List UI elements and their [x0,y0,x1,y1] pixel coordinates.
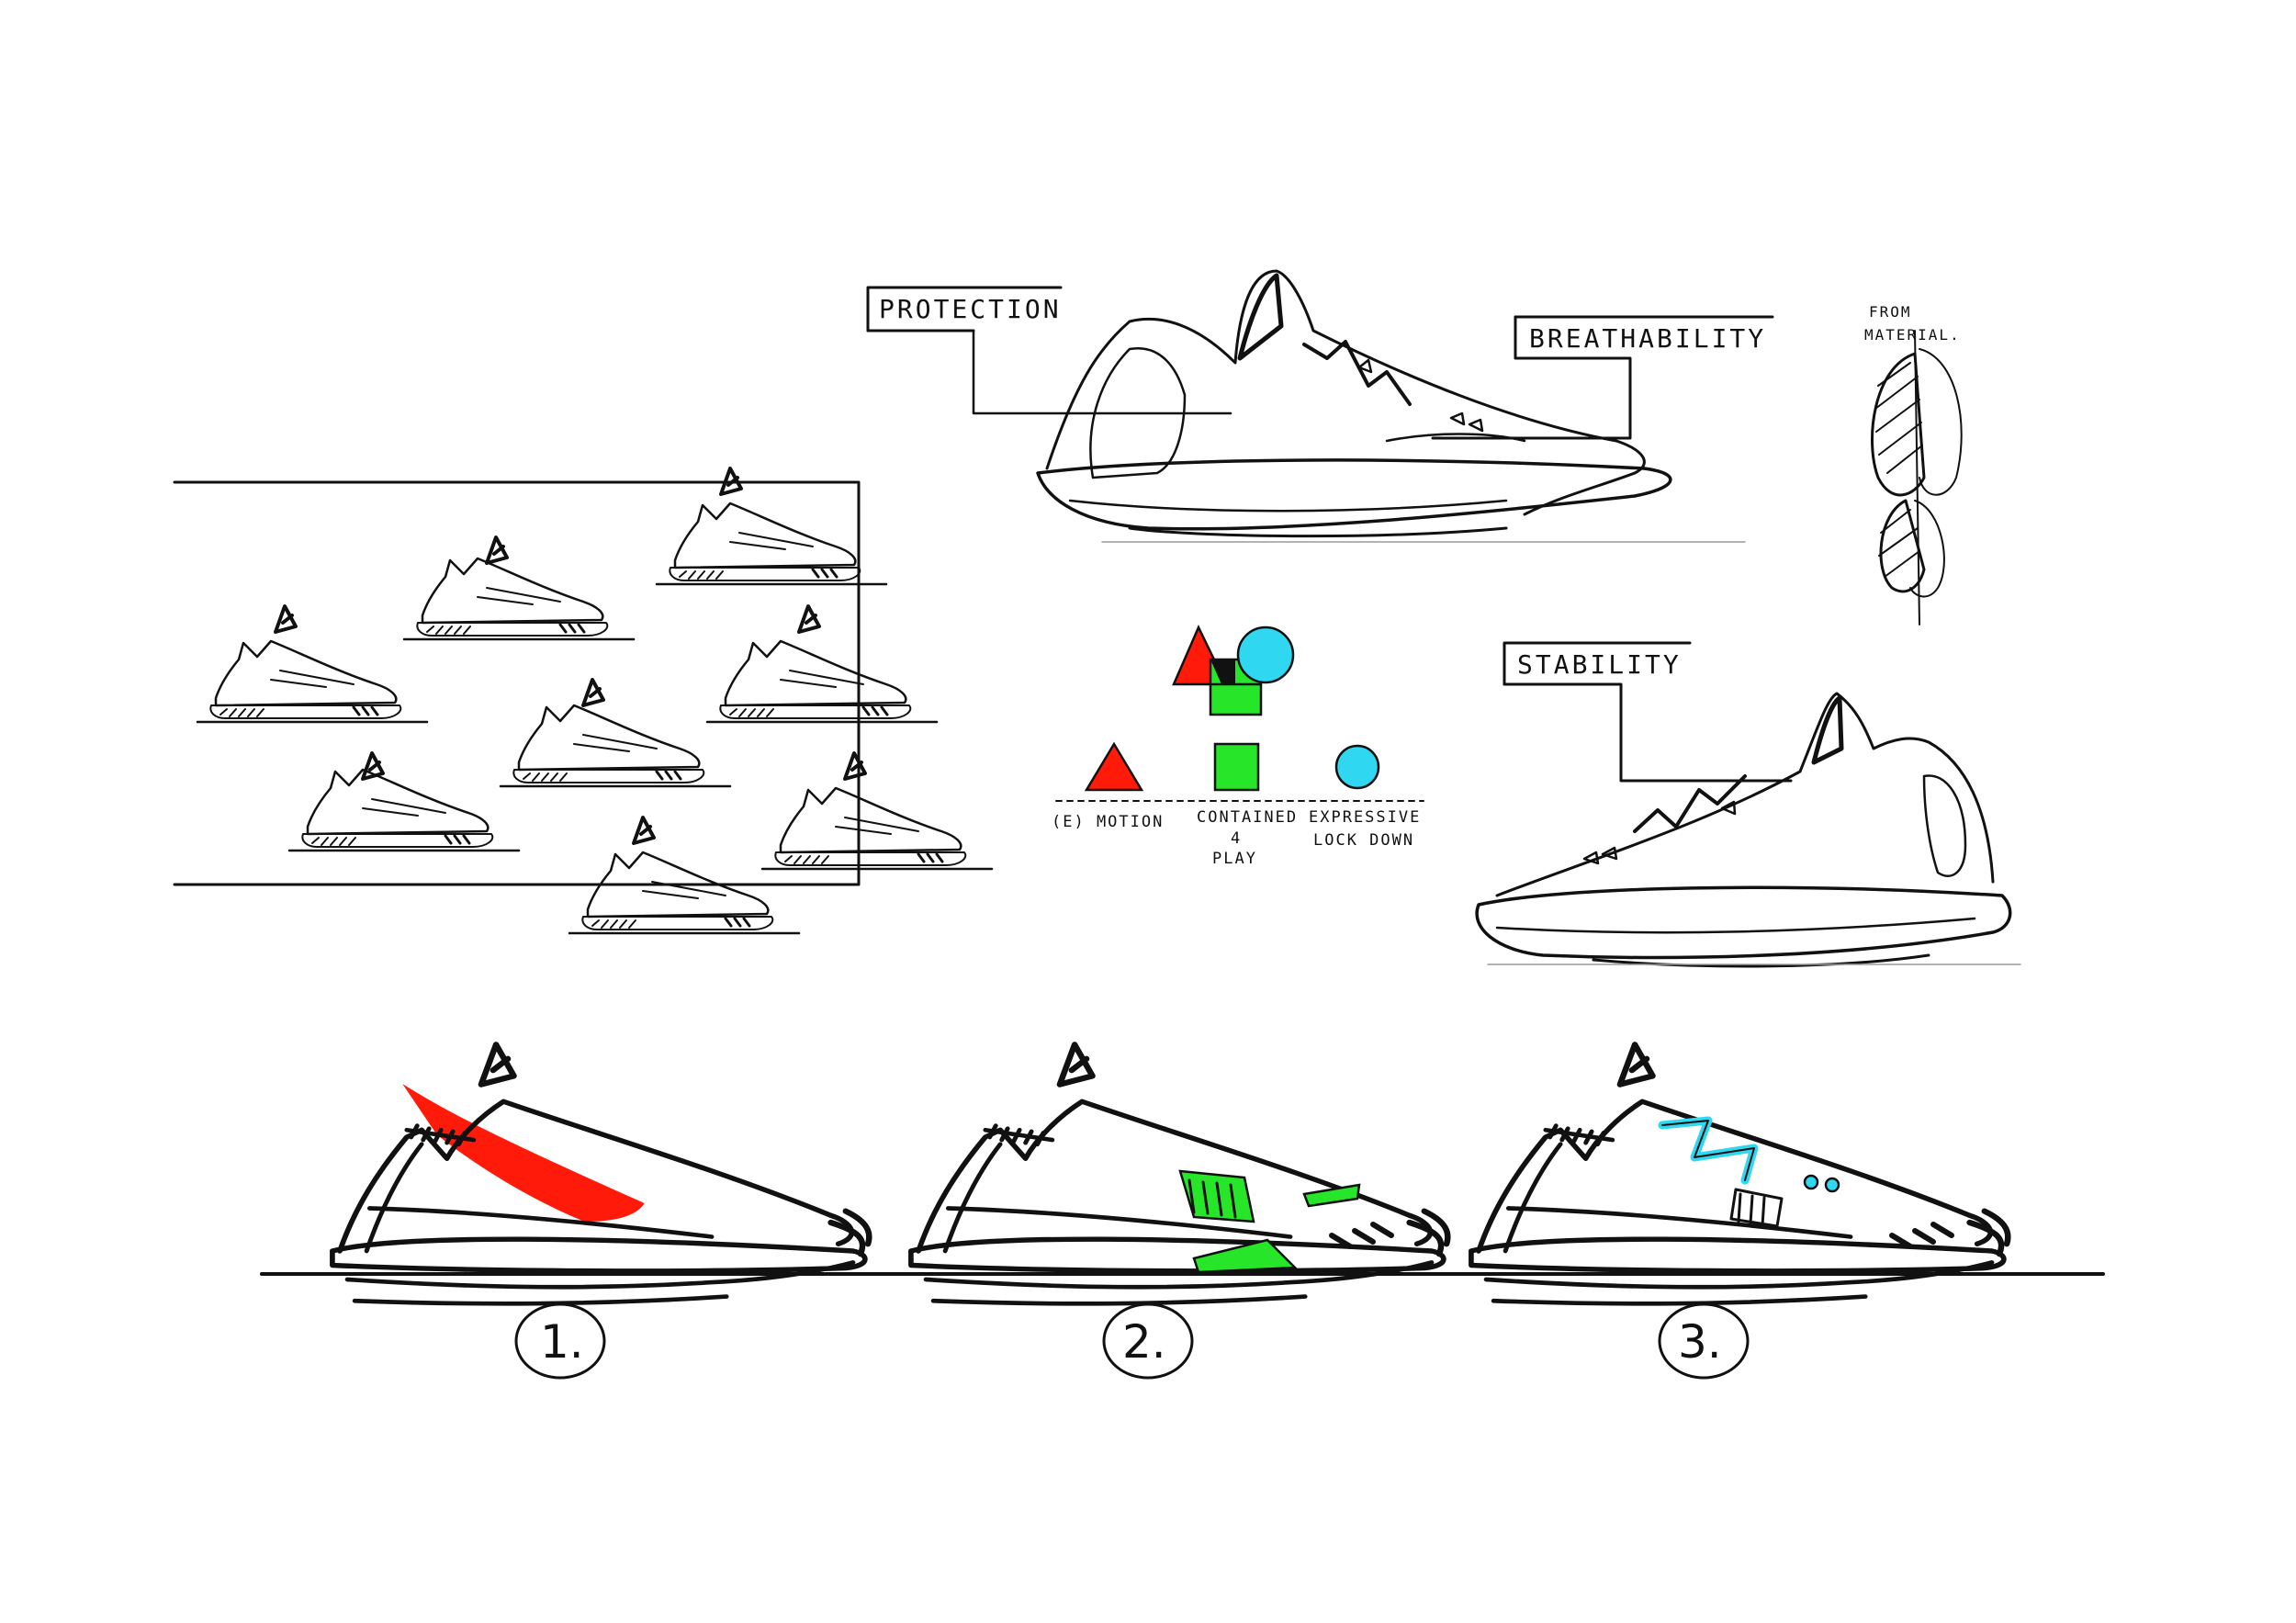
legend: (E) MOTION CONTAINED 4 PLAY EXPRESSIVE L… [1052,741,1424,868]
expressive-circle-icon [1334,744,1380,790]
thumb-shoe-5 [499,678,732,788]
thumb-shoe-8 [568,816,801,935]
from-material-line1: FROM [1869,303,1912,321]
stability-callout: STABILITY [1503,641,1793,783]
legend-contained-1: CONTAINED [1197,808,1298,827]
thumb-shoe-4 [705,604,939,724]
variant-2 [911,1044,1447,1303]
stability-shoe-sketch [1475,692,2021,968]
thumb-shoe-1 [655,467,888,586]
breathability-callout: BREATHABILITY [1431,315,1774,440]
stability-label: STABILITY [1517,649,1682,680]
variant-number-2-label: 2. [1122,1315,1166,1369]
variant-2-green-sole [1192,1238,1298,1274]
thumbnail-board [173,467,994,935]
variant-2-green-accent [1302,1183,1361,1208]
legend-motion: (E) MOTION [1052,813,1164,831]
protection-label: PROTECTION [879,294,1062,324]
legend-contained-2: 4 [1231,829,1242,848]
variant-number-3-label: 3. [1678,1315,1722,1369]
variant-3-eyelet-2 [1824,1177,1840,1193]
contained-square-icon [1213,742,1260,792]
motion-triangle-icon [1084,741,1144,792]
from-material-line2: MATERIAL. [1864,326,1961,344]
variant-number-1: 1. [514,1302,606,1380]
thumb-shoe-3 [196,604,429,724]
breathability-label: BREATHABILITY [1529,323,1766,354]
variant-number-2: 2. [1102,1302,1194,1380]
legend-contained-3: PLAY [1212,850,1257,868]
variant-1-red-swoosh [402,1084,645,1222]
variant-number-1-label: 1. [540,1315,584,1369]
legend-expressive-2: LOCK DOWN [1313,831,1414,850]
material-sketch: FROM MATERIAL. [1864,303,1963,626]
shape-language [1172,625,1295,716]
legend-expressive-1: EXPRESSIVE [1309,808,1421,827]
thumb-shoe-2 [402,535,636,641]
variant-3-eyelet-1 [1803,1174,1819,1190]
circle-shape-icon [1236,626,1295,684]
main-shoe-sketch [1036,269,1746,543]
thumb-shoe-7 [760,751,994,871]
variant-number-3: 3. [1658,1302,1750,1380]
variant-1 [332,1044,869,1303]
thumb-shoe-6 [287,751,521,852]
protection-callout: PROTECTION [866,286,1232,415]
variant-3 [1471,1044,2008,1303]
